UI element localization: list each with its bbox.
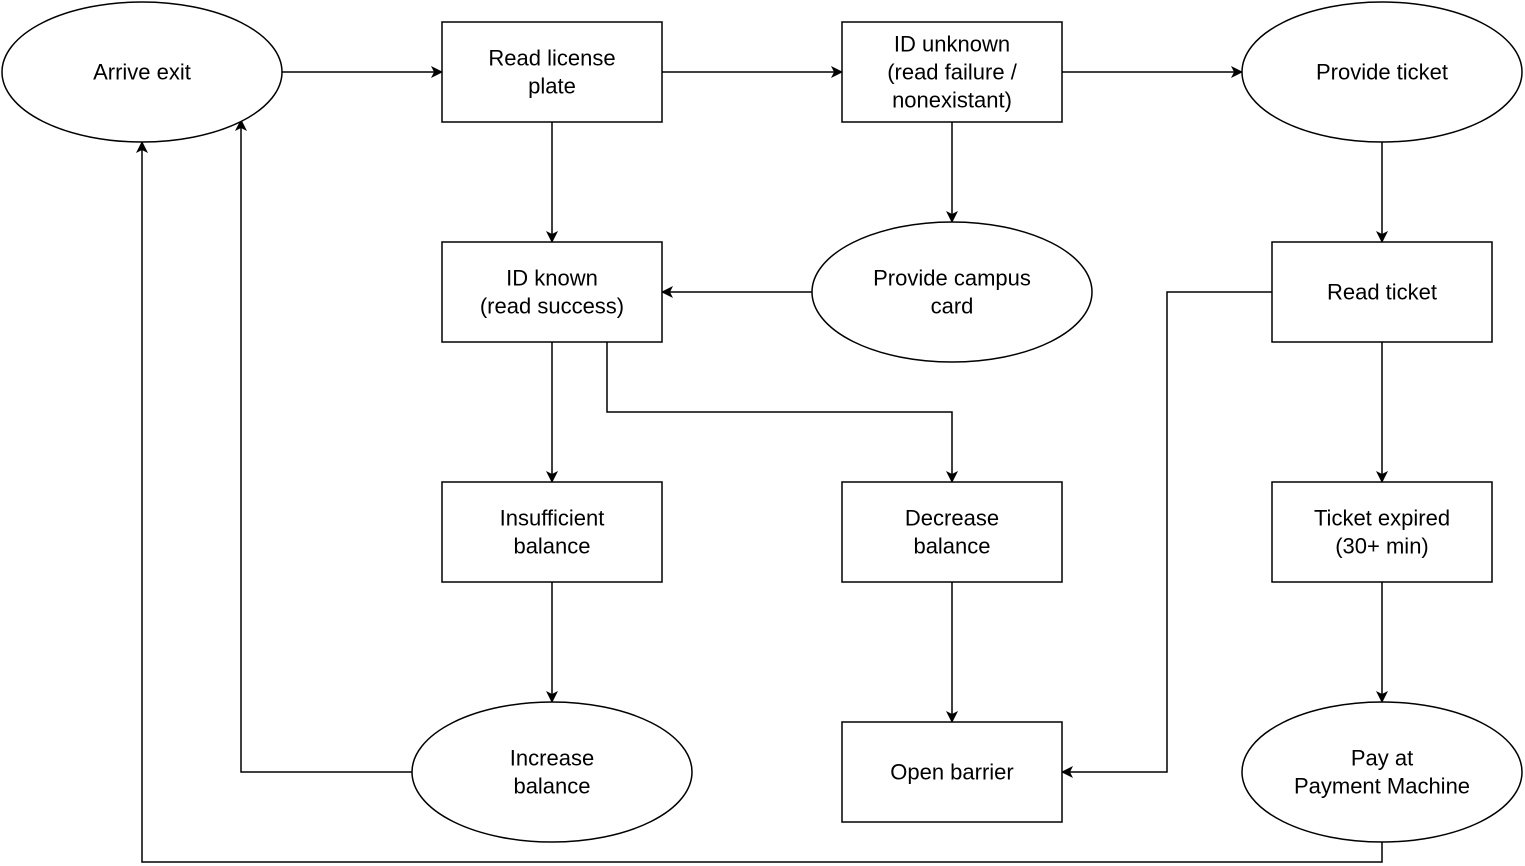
node-id-unknown-label: ID unknown [894, 32, 1010, 57]
edge-id-known-to-decrease-balance [606, 342, 958, 483]
node-read-ticket: Read ticket [1271, 241, 1493, 343]
edge-read-ticket-to-open-barrier [1061, 291, 1272, 778]
node-provide-ticket: Provide ticket [1241, 1, 1523, 143]
node-insufficient-balance: Insufficient balance [441, 481, 663, 583]
node-increase-balance-label: Increase [510, 746, 594, 771]
node-insufficient-balance-shape [441, 481, 663, 583]
node-decrease-balance-label: Decrease [905, 506, 999, 531]
node-increase-balance-shape [411, 701, 693, 843]
node-provide-campus-card-label: card [931, 294, 974, 319]
node-id-unknown-label: (read failure / [887, 60, 1018, 85]
node-provide-campus-card: Provide campus card [811, 221, 1093, 363]
node-increase-balance: Increase balance [411, 701, 693, 843]
node-read-plate-shape [441, 21, 663, 123]
edge-increase-balance-to-arrive-exit [235, 119, 412, 773]
node-arrive-exit: Arrive exit [1, 1, 283, 143]
node-open-barrier: Open barrier [841, 721, 1063, 823]
node-id-unknown: ID unknown (read failure / nonexistant) [841, 21, 1063, 123]
node-arrive-exit-shape [1, 1, 283, 143]
node-id-known-label: ID known [506, 266, 598, 291]
node-open-barrier-label: Open barrier [890, 760, 1014, 785]
node-read-ticket-label: Read ticket [1327, 280, 1437, 305]
node-provide-campus-card-shape [811, 221, 1093, 363]
edge-pay-machine-to-arrive-exit [136, 141, 1383, 863]
node-id-known: ID known (read success) [441, 241, 663, 343]
nodes: Arrive exit Read license plate ID unknown (r… [1, 1, 1523, 843]
edges [136, 66, 1388, 863]
node-provide-ticket-label: Provide ticket [1316, 60, 1448, 85]
node-increase-balance-label: balance [513, 774, 590, 799]
node-decrease-balance-shape [841, 481, 1063, 583]
node-pay-machine-label: Payment Machine [1294, 774, 1470, 799]
node-decrease-balance-label: balance [913, 534, 990, 559]
node-ticket-expired-shape [1271, 481, 1493, 583]
node-id-unknown-shape [841, 21, 1063, 123]
node-ticket-expired-label: (30+ min) [1335, 534, 1429, 559]
node-id-known-label: (read success) [480, 294, 624, 319]
node-arrive-exit-label: Arrive exit [93, 60, 191, 85]
node-open-barrier-shape [841, 721, 1063, 823]
node-read-plate-label: Read license [488, 46, 615, 71]
node-read-ticket-shape [1271, 241, 1493, 343]
node-pay-machine: Pay at Payment Machine [1241, 701, 1523, 843]
node-id-unknown-label: nonexistant) [892, 88, 1012, 113]
node-read-plate-label: plate [528, 74, 576, 99]
node-ticket-expired: Ticket expired (30+ min) [1271, 481, 1493, 583]
node-read-plate: Read license plate [441, 21, 663, 123]
node-provide-ticket-shape [1241, 1, 1523, 143]
node-ticket-expired-label: Ticket expired [1314, 506, 1450, 531]
node-decrease-balance: Decrease balance [841, 481, 1063, 583]
node-insufficient-balance-label: Insufficient [500, 506, 605, 531]
node-pay-machine-label: Pay at [1351, 746, 1413, 771]
node-id-known-shape [441, 241, 663, 343]
node-insufficient-balance-label: balance [513, 534, 590, 559]
node-pay-machine-shape [1241, 701, 1523, 843]
node-provide-campus-card-label: Provide campus [873, 266, 1031, 291]
